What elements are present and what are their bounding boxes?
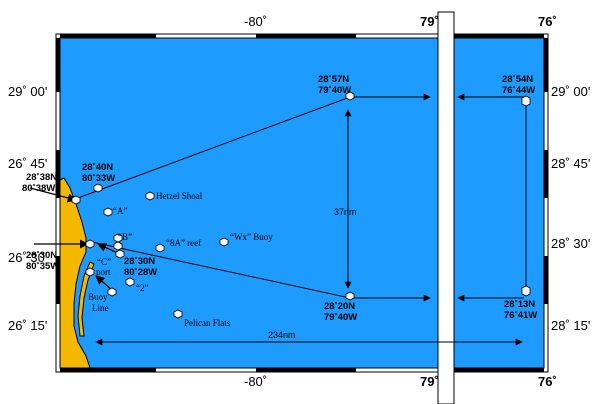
station-2830b-lon: 80˚28W bbox=[124, 267, 157, 278]
distance-vertical-label: 37nm bbox=[334, 207, 357, 217]
marker-2854 bbox=[521, 95, 531, 107]
marker-wx bbox=[219, 237, 229, 247]
feature-line-label: Line bbox=[92, 303, 109, 313]
marker-b bbox=[113, 233, 123, 243]
left-lat-2900-label: 29˚ 00' bbox=[8, 84, 47, 99]
marker-2840 bbox=[93, 183, 103, 193]
map-frame bbox=[55, 33, 549, 373]
bottom-lon-80-label: -80˚ bbox=[244, 374, 267, 389]
bottom-lon-79-label: 79˚ bbox=[420, 374, 439, 389]
right-lat-2815-label: 28˚ 15' bbox=[551, 318, 590, 333]
station-2857-lon: 79˚40W bbox=[318, 85, 351, 96]
marker-2857 bbox=[345, 91, 355, 101]
feature-a-label: “A” bbox=[113, 206, 128, 216]
station-2857-lat: 28˚57N bbox=[318, 74, 349, 85]
feature-buoy-label: Buoy bbox=[88, 292, 108, 302]
station-2813-lat: 28˚13N bbox=[504, 299, 535, 310]
longitude-break bbox=[437, 11, 455, 404]
line-to-2820 bbox=[91, 241, 351, 299]
marker-2 bbox=[125, 277, 135, 287]
left-lat-2815-label: 26˚ 15' bbox=[8, 318, 47, 333]
marker-2820 bbox=[345, 291, 355, 301]
station-2830b-lat: 28˚30N bbox=[124, 256, 155, 267]
marker-port bbox=[85, 267, 95, 277]
feature-reef-label: “8A” reef bbox=[166, 238, 201, 248]
station-2854-lat: 28˚54N bbox=[502, 74, 533, 85]
station-2820-lon: 79˚40W bbox=[324, 312, 357, 323]
feature-c-label: “C” bbox=[97, 257, 111, 267]
top-lon-79-label: 79˚ bbox=[420, 14, 439, 29]
marker-c bbox=[115, 249, 125, 259]
feature-port-label: port bbox=[96, 267, 111, 277]
marker-2838 bbox=[71, 195, 81, 205]
right-lat-2830-label: 28˚ 30' bbox=[551, 236, 590, 251]
top-lon-76-label: 76˚ bbox=[538, 14, 557, 29]
station-2830a-lat: 28˚30N bbox=[26, 250, 57, 261]
station-2838-lat: 28˚38N bbox=[26, 172, 57, 183]
marker-2830a bbox=[85, 239, 95, 249]
station-2840-lon: 80˚33W bbox=[82, 173, 115, 184]
marker-2813 bbox=[521, 285, 531, 297]
marker-pelican bbox=[173, 309, 183, 319]
station-2830a-lon: 80˚35W bbox=[26, 261, 59, 272]
right-lat-2845-label: 28˚ 45' bbox=[551, 156, 590, 171]
ocean-area bbox=[60, 38, 544, 368]
line-to-2857 bbox=[77, 96, 351, 199]
station-2813-lon: 76˚41W bbox=[504, 310, 537, 321]
marker-reef bbox=[155, 243, 165, 253]
station-markers bbox=[71, 91, 531, 319]
right-lat-2900-label: 29˚ 00' bbox=[551, 84, 590, 99]
station-2838-lon: 80˚38W bbox=[22, 183, 55, 194]
marker-hetzel bbox=[145, 191, 155, 201]
marker-buoy-line bbox=[107, 287, 117, 297]
feature-hetzel-label: Hetzel Shoal bbox=[156, 191, 203, 201]
marker-a bbox=[103, 207, 113, 217]
left-lat-2830-label: 26˚ 30' bbox=[8, 250, 47, 265]
pointer-2838 bbox=[29, 187, 77, 203]
top-lon-80-label: -80˚ bbox=[244, 14, 267, 29]
station-2840-lat: 28˚40N bbox=[82, 162, 113, 173]
station-2820-lat: 28˚20N bbox=[324, 301, 355, 312]
marker-2830b bbox=[113, 241, 123, 251]
feature-wx-label: “Wx” Buoy bbox=[230, 232, 273, 242]
distance-horizontal-label: 234nm bbox=[268, 330, 296, 340]
bottom-lon-76-label: 76˚ bbox=[538, 374, 557, 389]
feature-pelican-label: Pelican Flats bbox=[184, 318, 231, 328]
pointer-buoy-line bbox=[95, 275, 113, 291]
left-lat-2845-label: 26˚ 45' bbox=[8, 156, 47, 171]
feature-b-label: “B” bbox=[118, 232, 132, 242]
station-2854-lon: 76˚44W bbox=[502, 85, 535, 96]
feature-2-label: “2” bbox=[136, 283, 149, 293]
